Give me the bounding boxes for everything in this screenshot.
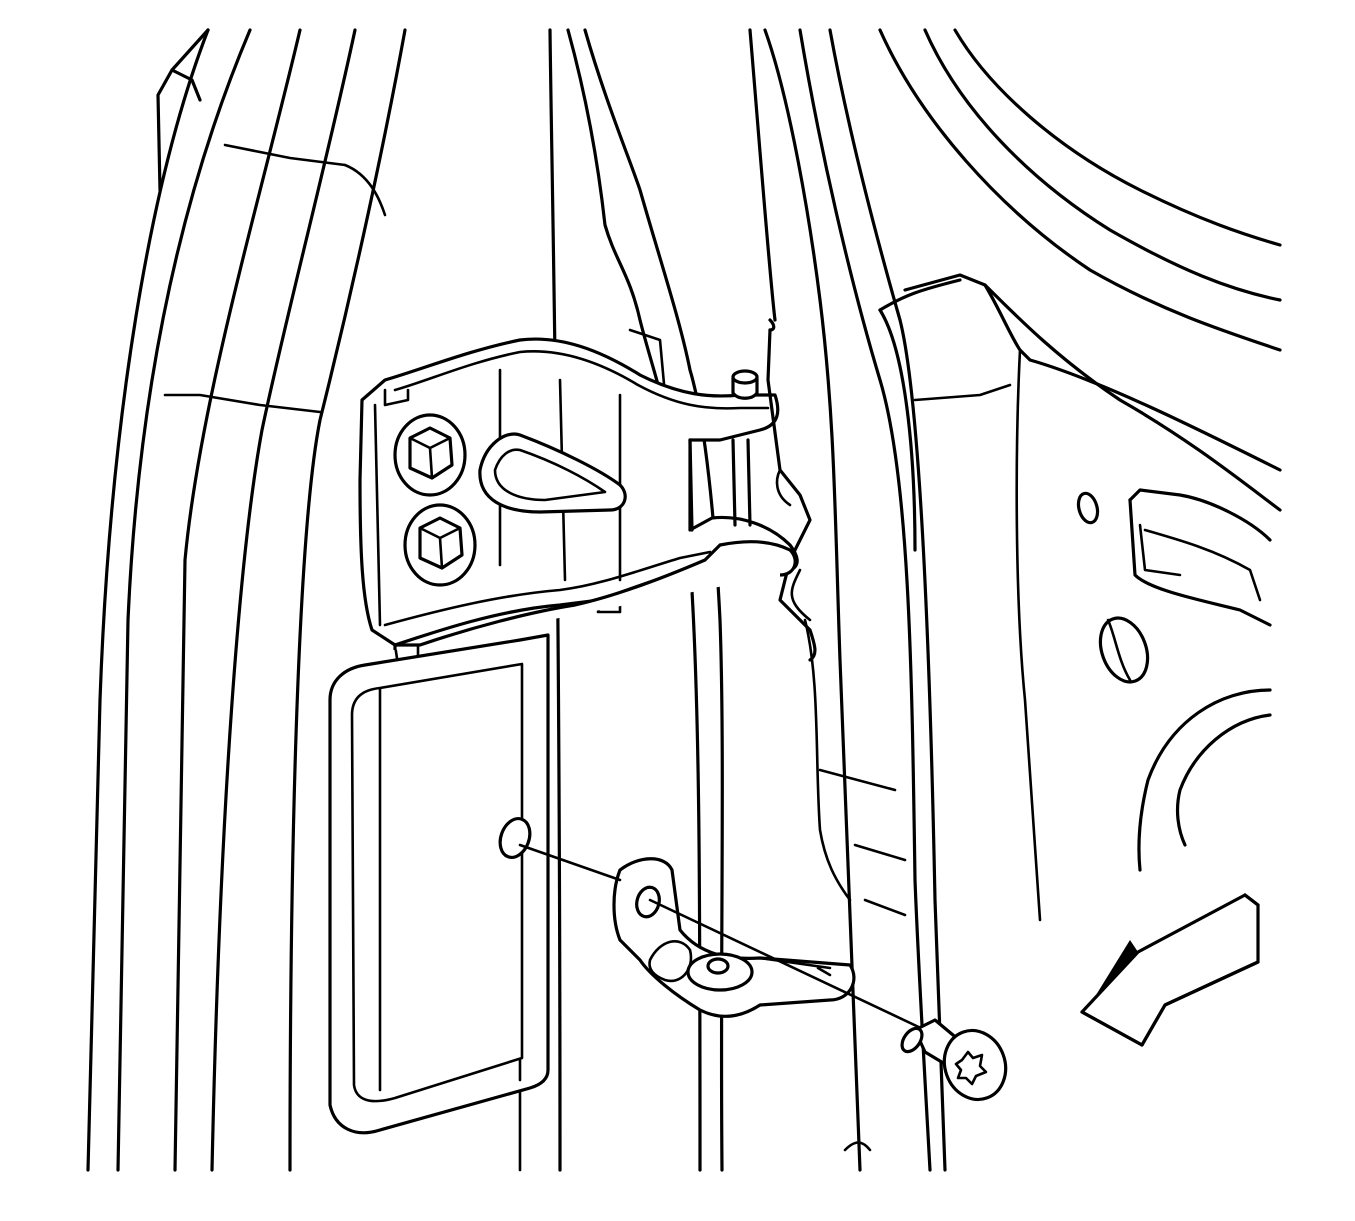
body-side-panel [878,28,1282,922]
door-pillar-panel [86,28,407,1172]
assembly-centerline [518,843,927,1032]
torx-head-bolt-icon [900,1018,1008,1102]
door-check-link [612,857,856,1018]
hinge-hex-bolt-lower [403,503,477,587]
view-direction-arrow-icon [1080,893,1260,1047]
door-check-bracket [328,633,550,1135]
hinge-hex-bolt-upper [393,413,467,497]
